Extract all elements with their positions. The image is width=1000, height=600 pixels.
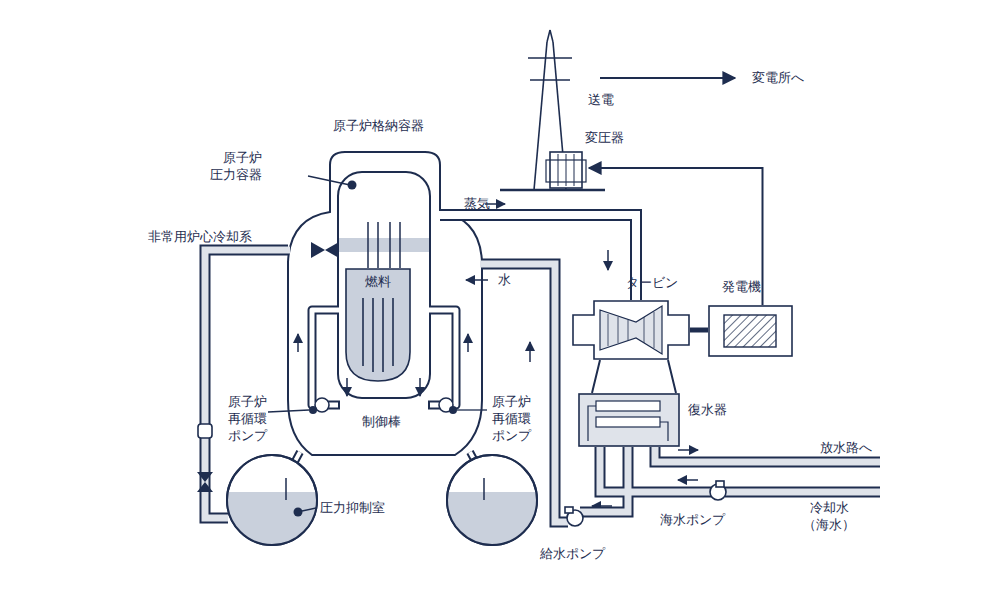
pressure-vessel (338, 172, 430, 398)
part-label: 原子炉 再循環 ポンプ (228, 394, 267, 445)
condenser: 復水器 (578, 393, 680, 447)
steam-pipe (438, 215, 636, 302)
water-pipe (205, 250, 880, 522)
part-label: 給水ポンプ (540, 546, 605, 563)
leader-dot (348, 181, 357, 190)
steam-pipe-outline (440, 215, 636, 300)
node-label: 燃料 (345, 274, 411, 290)
valves (197, 242, 339, 492)
leader-lines (268, 176, 487, 511)
generator-shape (708, 305, 793, 357)
part-label: 制御棒 (362, 414, 401, 431)
part-label: 送電 (588, 92, 614, 109)
part-label: 変電所へ (752, 70, 804, 87)
part-label: 圧力抑制室 (320, 500, 385, 517)
turbine-exhaust (592, 360, 676, 393)
part-label: 水 (498, 272, 511, 289)
part-label: 原子炉 再循環 ポンプ (492, 394, 531, 445)
turbine-shaft (690, 328, 708, 333)
suppression-chambers (226, 452, 538, 548)
condenser-shape (578, 393, 680, 447)
steam-separators (368, 222, 400, 268)
transmission-tower (500, 30, 605, 190)
containment-vessel (288, 152, 482, 455)
part-label: 原子炉格納容器 (333, 118, 424, 135)
water-pipe-outline (205, 250, 880, 522)
part-label: 蒸気 (464, 196, 490, 213)
node-label: 発電機 (722, 279, 761, 295)
transformer-shape (545, 150, 587, 190)
turbine: タービン (572, 300, 690, 360)
generator: 発電機 (708, 305, 793, 357)
power-line (589, 168, 763, 305)
part-label: 非常用炉心冷却系 (148, 229, 252, 246)
turbine-shape (572, 300, 690, 360)
transformer: 変圧器 (545, 150, 587, 190)
node-label: タービン (626, 275, 678, 291)
part-label: 冷却水 （海水） (803, 500, 855, 534)
water-level (339, 238, 429, 252)
node-label: 復水器 (688, 402, 727, 418)
node-label: 変圧器 (585, 130, 624, 146)
recirc-pumps (309, 398, 457, 414)
part-label: 放水路へ (820, 440, 872, 457)
part-label: 海水ポンプ (660, 512, 725, 529)
fuel-core: 燃料 (345, 268, 411, 382)
part-label: 原子炉 圧力容器 (210, 150, 262, 184)
